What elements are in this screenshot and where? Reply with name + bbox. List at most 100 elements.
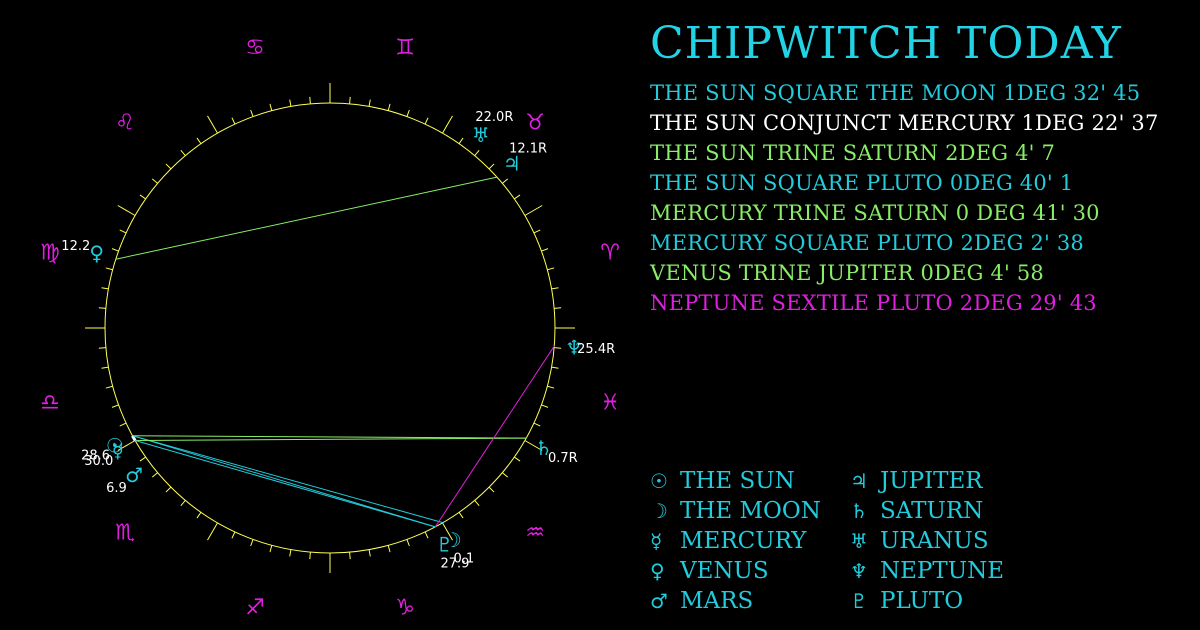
aspect-item: THE SUN TRINE SATURN 2DEG 4' 7 <box>650 141 1056 165</box>
degree-tick <box>458 512 464 519</box>
degree-tick <box>368 99 371 107</box>
cusp-tick <box>442 115 453 134</box>
degree-tick <box>424 117 429 125</box>
degree-tick <box>309 96 311 104</box>
aspect-item: VENUS TRINE JUPITER 0DEG 4' 58 <box>650 261 1044 285</box>
aspect-list: THE SUN SQUARE THE MOON 1DEG 32' 45 THE S… <box>650 78 1195 318</box>
degree-tick <box>406 109 410 117</box>
degree-tick <box>111 248 119 252</box>
sign-gemini-icon: ♊ <box>395 35 415 60</box>
degree-tick <box>196 512 202 519</box>
aspect-item: MERCURY SQUARE PLUTO 2DEG 2' 38 <box>650 231 1084 255</box>
planet-markers: ☉28.6☿30.0☽0.1♇27.9♂6.9♄0.7R♆25.4R♀12.2♃… <box>61 110 615 571</box>
degree-tick <box>250 109 254 117</box>
degree-tick <box>289 549 292 557</box>
sign-libra-icon: ♎ <box>40 391 60 416</box>
degree-tick <box>554 347 562 349</box>
neptune-icon: ♆ <box>850 559 868 583</box>
planet-jupiter-degree: 12.1R <box>509 141 547 156</box>
degree-tick <box>289 99 292 107</box>
sign-sagittarius-icon: ♐ <box>245 596 265 621</box>
legend-item-venus: ♀ VENUS <box>650 556 769 586</box>
cusp-tick <box>442 522 453 541</box>
uranus-icon: ♅ <box>850 529 868 553</box>
degree-tick <box>514 456 521 462</box>
planet-sun-icon: ☉ <box>106 433 124 457</box>
cusp-tick <box>207 522 218 541</box>
planet-saturn-degree: 0.7R <box>548 451 578 466</box>
legend-item-saturn: ♄SATURN <box>850 496 983 526</box>
degree-tick <box>474 500 480 507</box>
degree-tick <box>387 545 391 553</box>
planet-mercury-degree: 30.0 <box>84 454 113 469</box>
planet-pluto-icon: ♇ <box>436 533 454 557</box>
aspect-item: MERCURY TRINE SATURN 0 DEG 41' 30 <box>650 201 1100 225</box>
degree-tick <box>368 549 371 557</box>
legend-item-mercury: ☿MERCURY <box>650 526 806 556</box>
zodiac-signs: ♈♉♊♋♌♍♎♏♐♑♒♓ <box>40 35 620 620</box>
degree-tick <box>541 248 549 252</box>
planet-moon-degree: 0.1 <box>454 551 475 566</box>
degree-tick <box>119 229 127 234</box>
degree-tick <box>250 539 254 547</box>
degree-tick <box>554 307 562 309</box>
planet-sun-degree: 28.6 <box>81 448 110 463</box>
degree-tick <box>196 137 202 144</box>
aspect-item: NEPTUNE SEXTILE PLUTO 2DEG 29' 43 <box>650 291 1097 315</box>
legend-label: PLUTO <box>880 588 964 614</box>
cusp-tick <box>117 205 136 216</box>
sign-virgo-icon: ♍ <box>40 240 60 265</box>
planet-uranus-degree: 22.0R <box>475 110 513 125</box>
cusp-tick <box>524 205 543 216</box>
degree-tick <box>119 422 127 427</box>
degree-tick <box>269 103 273 111</box>
degree-tick <box>547 267 555 271</box>
degree-tick <box>98 347 106 349</box>
legend-label: URANUS <box>880 528 989 554</box>
planet-neptune-icon: ♆ <box>565 336 583 360</box>
wheel-circle <box>104 102 556 554</box>
aspect-line-sun-saturn <box>132 435 527 439</box>
moon-icon: ☽ <box>650 499 668 523</box>
page-title: CHIPWITCH TODAY <box>650 18 1122 69</box>
cusp-tick <box>524 440 543 451</box>
planet-jupiter-icon: ♃ <box>503 152 521 176</box>
cusp-tick <box>117 440 136 451</box>
planet-venus-degree: 12.2 <box>61 239 90 254</box>
legend-item-the-moon: ☽THE MOON <box>650 496 821 526</box>
degree-tick <box>180 500 186 507</box>
degree-tick <box>231 117 236 125</box>
planet-mars-degree: 6.9 <box>106 481 127 496</box>
mercury-icon: ☿ <box>650 529 663 553</box>
jupiter-icon: ♃ <box>850 469 868 493</box>
sign-cancer-icon: ♋ <box>245 35 265 60</box>
degree-tick <box>309 552 311 560</box>
sign-scorpio-icon: ♏ <box>115 521 135 546</box>
sun-icon: ☉ <box>650 469 668 493</box>
degree-tick <box>488 163 495 170</box>
planet-pluto-degree: 27.9 <box>440 556 469 571</box>
venus-icon: ♀ <box>650 559 665 583</box>
legend-item-pluto: ♇PLUTO <box>850 586 963 616</box>
planet-legend: ☉THE SUN☽THE MOON☿MERCURY♀VENUS♂MARS♃JUP… <box>650 466 1190 616</box>
degree-tick <box>349 552 351 560</box>
aspect-line-sun-mercury <box>131 434 137 442</box>
planet-mars-icon: ♂ <box>125 463 143 487</box>
aspect-item: THE SUN SQUARE PLUTO 0DEG 40' 1 <box>650 171 1074 195</box>
sign-aries-icon: ♈ <box>600 240 620 265</box>
degree-tick <box>547 385 555 389</box>
legend-item-the-sun: ☉THE SUN <box>650 466 795 496</box>
planet-uranus-icon: ♅ <box>472 123 490 147</box>
degree-tick <box>101 287 109 290</box>
degree-tick <box>406 539 410 547</box>
aspect-item: THE SUN SQUARE THE MOON 1DEG 32' 45 <box>650 81 1141 105</box>
degree-tick <box>551 366 559 369</box>
aspect-item: THE SUN CONJUNCT MERCURY 1DEG 22' 37 <box>650 111 1159 135</box>
aspect-line-mercury-saturn <box>135 437 527 441</box>
aspect-line-venus-jupiter <box>115 176 498 260</box>
legend-item-uranus: ♅ URANUS <box>850 526 989 556</box>
degree-tick <box>111 404 119 408</box>
aspect-line-sun-moon <box>132 435 443 524</box>
legend-label: VENUS <box>680 558 769 584</box>
degree-tick <box>105 385 113 389</box>
